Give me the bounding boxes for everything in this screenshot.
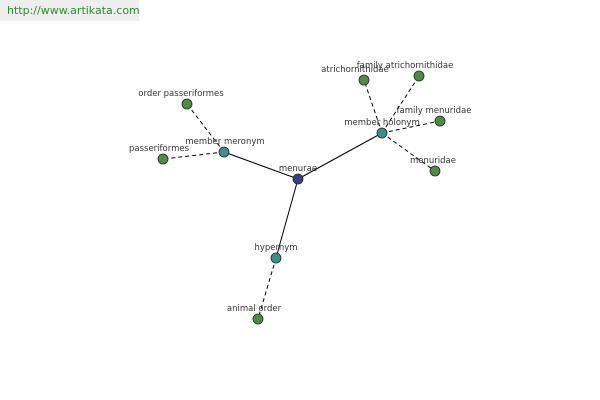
label-member-meronym: member meronym: [185, 137, 264, 147]
node-atrichornithidae[interactable]: [358, 74, 370, 86]
label-family-atrichornithidae: family atrichornithidae: [357, 61, 454, 71]
node-animal-order[interactable]: [252, 313, 264, 325]
label-member-holonym: member holonym: [344, 118, 419, 128]
node-family-menuridae[interactable]: [434, 115, 446, 127]
node-passeriformes[interactable]: [157, 153, 169, 165]
label-animal-order: animal order: [227, 304, 282, 314]
node-menuridae[interactable]: [429, 165, 441, 177]
node-order-passeriformes[interactable]: [181, 98, 193, 110]
site-url-link[interactable]: http://www.artikata.com: [7, 4, 140, 17]
node-member-meronym[interactable]: [218, 146, 230, 158]
node-root-menurae[interactable]: [292, 173, 304, 185]
edge-root-member-holonym: [297, 132, 383, 180]
edge-root-member-meronym: [223, 151, 299, 180]
label-hypernym: hypernym: [254, 243, 297, 253]
edge-hypernym-animal-order: [257, 257, 277, 320]
edge-meronym-passeriformes: [162, 151, 225, 160]
label-menuridae: menuridae: [410, 156, 456, 166]
edge-holonym-family-atrichornithidae: [381, 75, 420, 134]
edge-holonym-menuridae: [381, 132, 436, 172]
node-family-atrichornithidae[interactable]: [413, 70, 425, 82]
label-atrichornithidae: atrichornithidae: [321, 65, 389, 75]
edge-holonym-atrichornithidae: [363, 79, 383, 134]
label-passeriformes: passeriformes: [129, 144, 190, 154]
edge-root-hypernym: [275, 178, 299, 259]
node-hypernym[interactable]: [270, 252, 282, 264]
url-banner: http://www.artikata.com: [0, 0, 140, 21]
edge-meronym-order-passeriformes: [186, 103, 225, 153]
label-order-passeriformes: order passeriformes: [138, 89, 224, 99]
label-root-menurae: menurae: [279, 164, 317, 174]
label-family-menuridae: family menuridae: [397, 106, 472, 116]
node-member-holonym[interactable]: [376, 127, 388, 139]
edge-holonym-family-menuridae: [381, 120, 441, 134]
